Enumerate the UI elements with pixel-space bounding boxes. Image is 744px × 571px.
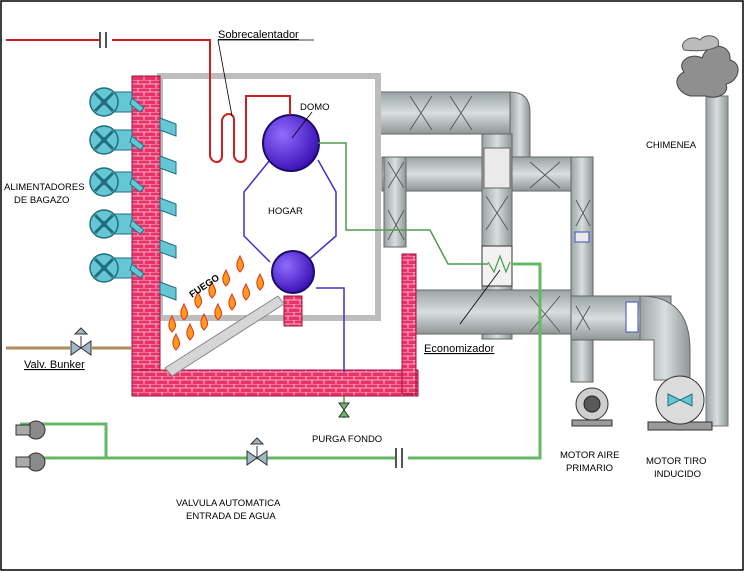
- label-motor-aire-1: MOTOR AIRE: [560, 450, 619, 461]
- fan-icon: [89, 209, 145, 239]
- motor-icon: [571, 387, 613, 427]
- feeder-chute: [159, 239, 177, 259]
- grate: [164, 295, 285, 377]
- upper-drum: [262, 114, 320, 172]
- valve-icon[interactable]: [338, 402, 350, 418]
- leader-sobrecalentador: [217, 39, 314, 117]
- label-fuego: FUEGO: [188, 272, 222, 300]
- label-motor-tiro-1: MOTOR TIRO: [646, 456, 706, 467]
- feeder-chute: [159, 155, 177, 175]
- economizer-coil: [487, 254, 511, 274]
- label-domo: DOMO: [300, 102, 330, 113]
- label-alimentadores-1: ALIMENTADORES: [4, 182, 85, 193]
- motor-icon: [647, 375, 713, 431]
- economizer-line: [318, 142, 488, 265]
- label-economizador: Economizador: [424, 343, 495, 355]
- pump-icon: [15, 420, 46, 440]
- valve-icon[interactable]: [246, 437, 268, 466]
- feeder-chute: [159, 197, 177, 217]
- label-sobrecalentador: Sobrecalentador: [218, 29, 299, 41]
- label-valvula-2: ENTRADA DE AGUA: [186, 511, 276, 522]
- label-purga-fondo: PURGA FONDO: [312, 434, 382, 445]
- label-valv-bunker: Valv. Bunker: [24, 359, 85, 371]
- fan-icon: [89, 87, 145, 117]
- smoke-icon: [676, 35, 739, 98]
- label-motor-tiro-2: INDUCIDO: [654, 469, 701, 480]
- label-valvula-1: VALVULA AUTOMATICA: [176, 498, 281, 509]
- fan-icon: [89, 125, 145, 155]
- lower-drum: [271, 250, 315, 294]
- steam-line: [6, 39, 291, 163]
- fan-icon: [89, 253, 145, 283]
- label-alimentadores-2: DE BAGAZO: [14, 195, 69, 206]
- bagasse-feeders: [89, 87, 145, 283]
- fan-icon: [89, 167, 145, 197]
- brick-wall: [131, 75, 419, 397]
- feeder-chute: [159, 117, 177, 137]
- break-mark: [99, 32, 107, 48]
- label-motor-aire-2: PRIMARIO: [566, 463, 613, 474]
- water-line: [20, 262, 542, 460]
- feeder-chute: [159, 281, 177, 301]
- gas-ducts: [379, 91, 691, 383]
- water-break-mark: [395, 448, 403, 468]
- valve-icon[interactable]: [70, 327, 92, 356]
- label-hogar: HOGAR: [268, 206, 303, 217]
- flame-icon: [168, 254, 265, 351]
- chimney: [676, 35, 739, 427]
- label-chimenea: CHIMENEA: [646, 140, 697, 151]
- pump-icon: [15, 452, 46, 472]
